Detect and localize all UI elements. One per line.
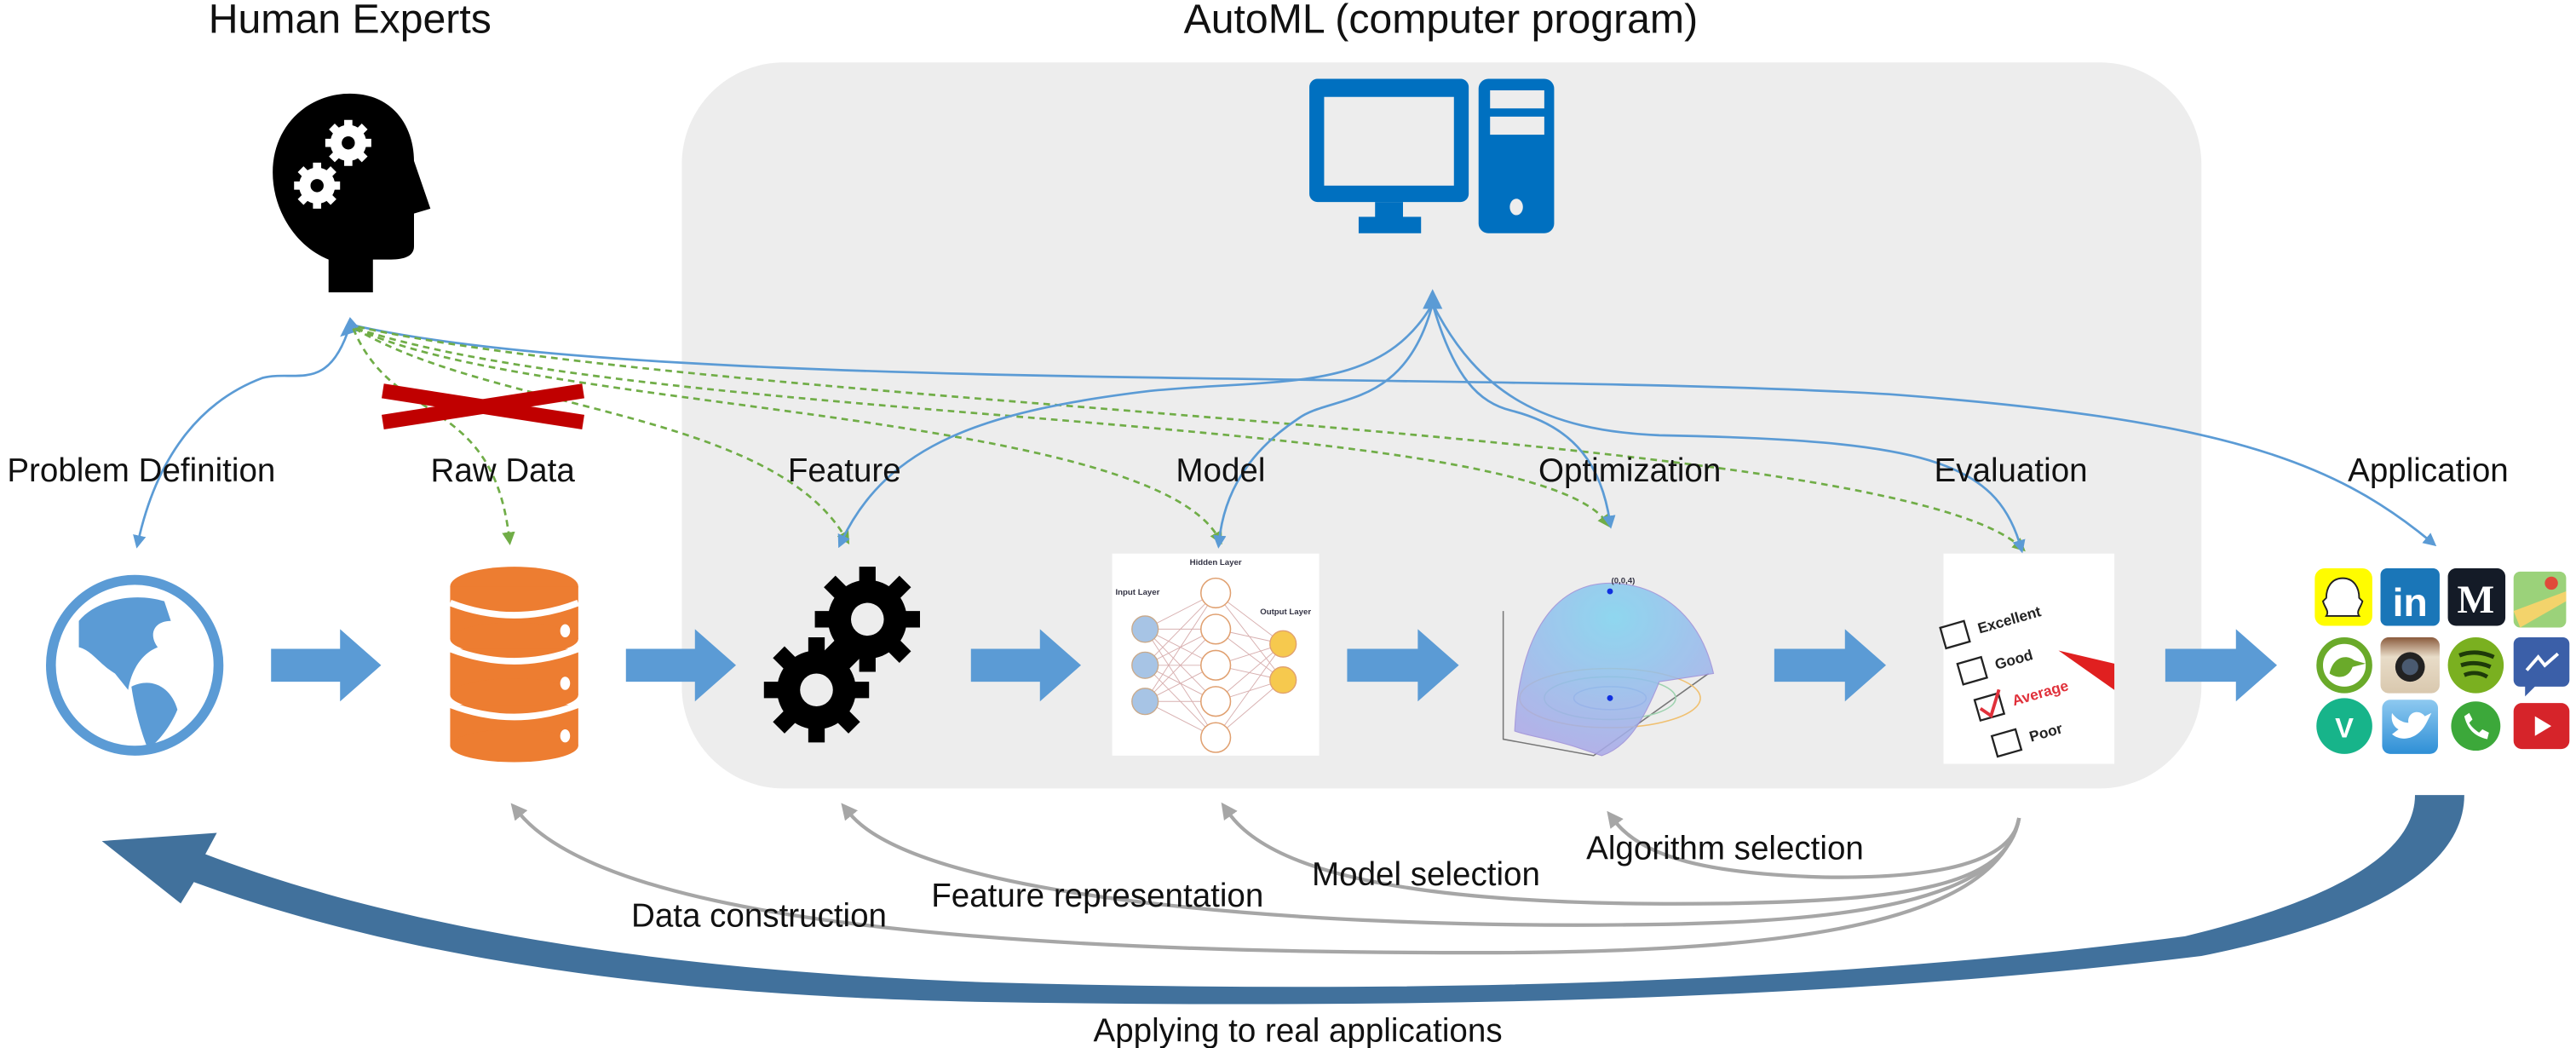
app-icon-lemonde [2447, 568, 2506, 626]
feedback-data-construction [510, 803, 2021, 955]
flow-arrow-1 [271, 629, 382, 702]
label-algorithm-selection: Algorithm selection [1586, 830, 1864, 867]
return-to-problem-arrow [101, 795, 2464, 1005]
human-experts-title: Human Experts [209, 0, 492, 43]
human-dashed-arrows [352, 325, 2026, 552]
computer-arrow-tip [1423, 289, 1443, 309]
nn-output-label: Output Layer [1260, 607, 1311, 617]
stage-label-model: Model [1176, 452, 1265, 489]
label-model-selection: Model selection [1312, 856, 1540, 893]
svg-text:M: M [2458, 579, 2495, 622]
flow-arrow-2 [625, 629, 736, 702]
surface-peak-label: (0,0,4) [1612, 576, 1636, 585]
stage-label-application: Application [2348, 452, 2509, 489]
feedback-algorithm-selection [1607, 810, 2021, 879]
nn-hidden-label: Hidden Layer [1190, 558, 1242, 567]
stage-label-raw-data: Raw Data [431, 452, 576, 489]
nn-input-label: Input Layer [1116, 588, 1160, 597]
red-cross-icon [382, 383, 584, 430]
app-icon-vine [2316, 698, 2372, 754]
human-head-icon [273, 93, 431, 293]
gears-icon [763, 567, 920, 743]
automl-region [681, 62, 2202, 789]
stage-label-feature: Feature [788, 452, 901, 489]
database-icon [449, 567, 580, 763]
app-icon-linkedin [2380, 568, 2440, 626]
computer-arrows [837, 302, 2026, 554]
label-applying-real-applications: Applying to real applications [1094, 1012, 1503, 1048]
human-to-problem-arrow [133, 325, 352, 549]
feedback-feature-representation [841, 803, 2021, 927]
surface-plot-icon: (0,0,4) [1502, 576, 1715, 757]
stage-label-evaluation: Evaluation [1935, 452, 2088, 489]
globe-icon [45, 574, 224, 756]
neural-network-icon: Hidden Layer Input Layer Output Layer [1112, 553, 1320, 756]
human-to-application-arrow [353, 324, 2437, 547]
svg-text:in: in [2393, 580, 2428, 625]
checklist-icon: Excellent Good Average Poor [1939, 553, 2115, 764]
flow-arrow-4 [1347, 629, 1459, 702]
flow-arrow-5 [1774, 629, 1886, 702]
stage-label-problem-definition: Problem Definition [7, 452, 275, 489]
human-arrow-tip [340, 317, 362, 337]
app-icon-whatsapp [2451, 701, 2501, 751]
flow-arrow-6 [2165, 629, 2277, 702]
computer-icon [1309, 78, 1555, 233]
flow-arrow-3 [970, 629, 1081, 702]
flow-arrows [271, 629, 2277, 702]
app-icons-grid: in M V [2314, 568, 2570, 754]
feedback-model-selection [1221, 802, 2021, 906]
automl-title: AutoML (computer program) [1184, 0, 1699, 43]
svg-text:V: V [2335, 712, 2354, 744]
label-data-construction: Data construction [631, 897, 887, 934]
label-feature-representation: Feature representation [931, 878, 1263, 914]
stage-label-optimization: Optimization [1538, 452, 1721, 489]
feedback-arrows [510, 802, 2021, 955]
